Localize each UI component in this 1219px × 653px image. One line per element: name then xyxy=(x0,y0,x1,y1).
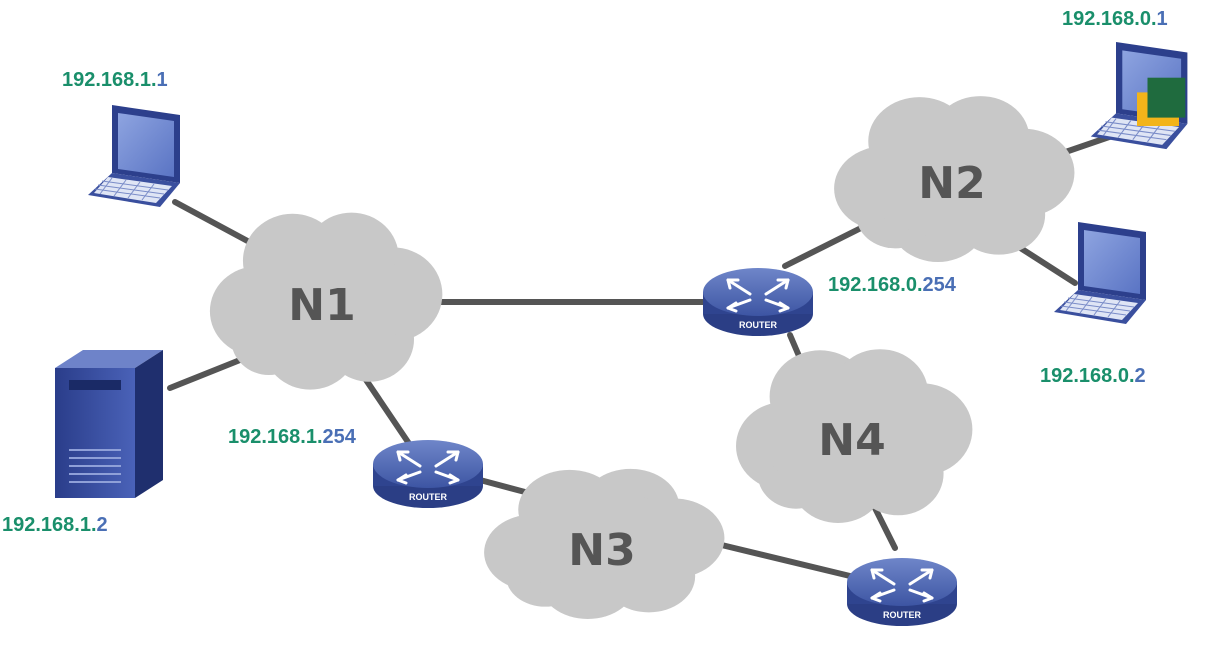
ip-host: 254 xyxy=(323,426,357,448)
link-n3-router3 xyxy=(702,538,853,579)
screen-highlight-green xyxy=(1147,77,1186,118)
link-router1-n3 xyxy=(477,477,528,495)
ip-net: 192.168.0. xyxy=(828,274,923,296)
ip-net: 192.168.1. xyxy=(2,514,97,536)
laptop-icon xyxy=(87,104,181,208)
ip-net: 192.168.1. xyxy=(228,426,323,448)
ip-net: 192.168.0. xyxy=(1040,365,1135,387)
ip-router-n2: 192.168.0.254 xyxy=(828,274,957,296)
link-server-n1 xyxy=(167,355,248,391)
router-n3-n4: ROUTER xyxy=(845,556,959,628)
ip-host: 1 xyxy=(1157,8,1168,30)
link-router3-n4 xyxy=(872,505,898,551)
router-n1-n3: ROUTER xyxy=(371,438,485,510)
ip-host: 1 xyxy=(157,69,168,91)
ip-laptop-n2-a: 192.168.0.1 xyxy=(1062,8,1168,30)
laptop-n1 xyxy=(87,104,181,208)
cloud-n3-label: N3 xyxy=(568,525,635,576)
ip-laptop-n2-b: 192.168.0.2 xyxy=(1040,365,1146,387)
laptop-n2-a xyxy=(1090,41,1188,150)
server-n1 xyxy=(55,350,163,498)
cloud-n2-label: N2 xyxy=(918,158,985,209)
cloud-n4-label: N4 xyxy=(818,415,885,466)
ip-host: 2 xyxy=(97,514,108,536)
ip-laptop-n1: 192.168.1.1 xyxy=(62,69,168,91)
link-router2-n2 xyxy=(782,223,868,269)
cloud-n1-label: N1 xyxy=(288,280,355,331)
ip-router-n1: 192.168.1.254 xyxy=(228,426,357,448)
ip-host: 254 xyxy=(923,274,957,296)
laptop-n2-b xyxy=(1053,221,1147,325)
router-label: ROUTER xyxy=(409,492,448,502)
router-n2-n4: ROUTER xyxy=(701,266,815,338)
ip-server-n1: 192.168.1.2 xyxy=(2,514,108,536)
router-label: ROUTER xyxy=(883,610,922,620)
link-laptop1-n1 xyxy=(172,199,258,248)
laptop-icon xyxy=(1053,221,1147,325)
ip-net: 192.168.1. xyxy=(62,69,157,91)
ip-host: 2 xyxy=(1135,365,1146,387)
ip-net: 192.168.0. xyxy=(1062,8,1157,30)
router-label: ROUTER xyxy=(739,320,778,330)
